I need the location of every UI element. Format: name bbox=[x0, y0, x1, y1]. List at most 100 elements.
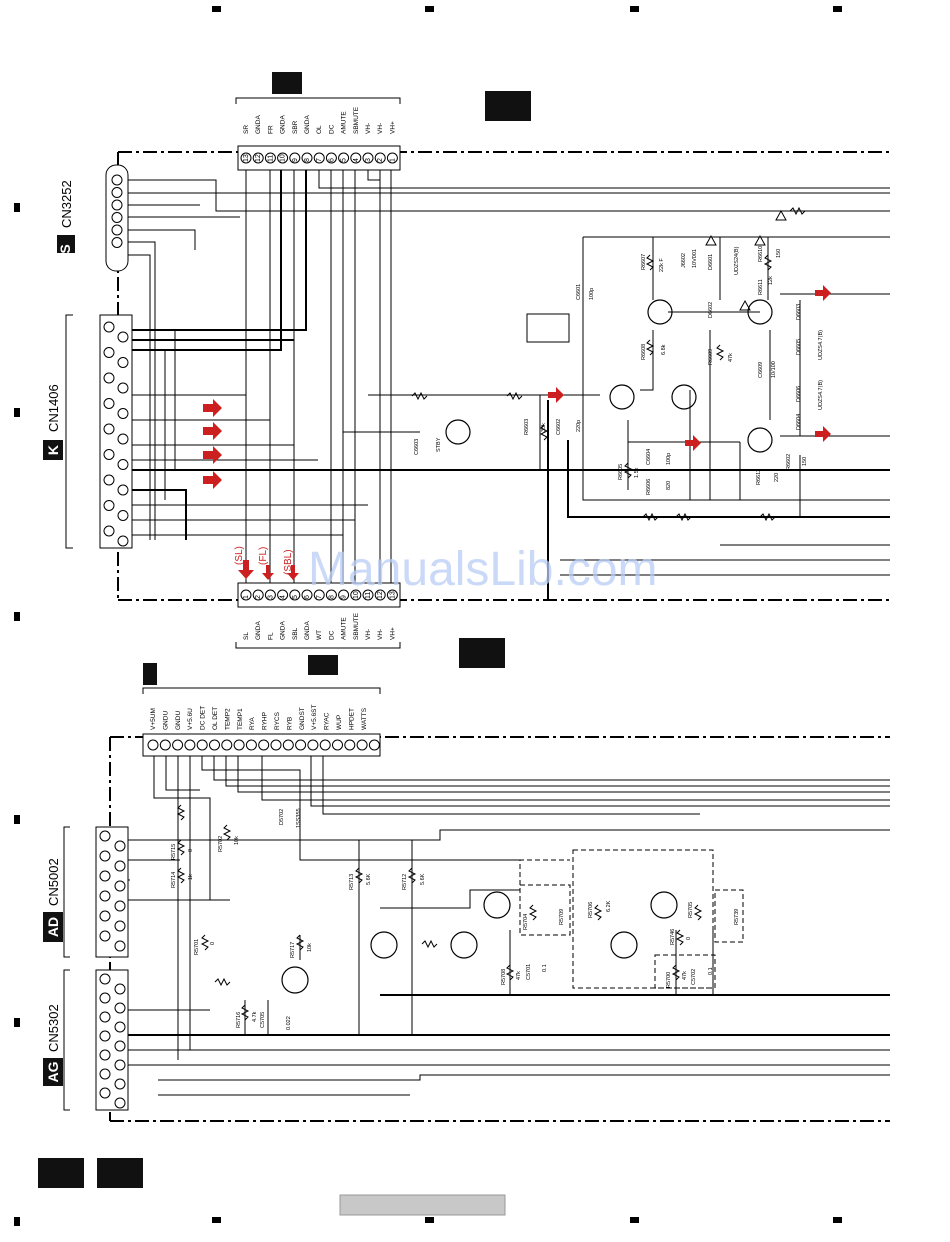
d6606-value: UDZS4.7(B) bbox=[818, 380, 824, 410]
cn3252-letter: S bbox=[57, 244, 73, 253]
connector-pin bbox=[99, 1011, 111, 1023]
mid-pin-circle bbox=[350, 589, 362, 601]
r5714-label: R5714 bbox=[171, 872, 177, 888]
d6603-label: D6603 bbox=[796, 304, 802, 320]
wiring-channels bbox=[132, 170, 600, 583]
mid-signal-label: FL bbox=[267, 632, 274, 640]
signal-arrow-right-4 bbox=[203, 471, 222, 489]
watermark-text: ManualsLib.com bbox=[308, 543, 658, 596]
c5705-label: C5705 bbox=[260, 1012, 266, 1028]
bottom-signal-label: TEMP1 bbox=[237, 708, 244, 730]
connector-pin bbox=[117, 331, 129, 343]
mid-pin-number: 9 bbox=[341, 595, 348, 599]
top-pin-number: 3 bbox=[365, 158, 372, 162]
connector-pin bbox=[99, 830, 111, 842]
connector-pin bbox=[99, 992, 111, 1004]
r6605-label: R6605 bbox=[618, 464, 624, 480]
bottom-signal-label: WUP bbox=[336, 715, 343, 730]
top-signal-label: VH- bbox=[377, 123, 384, 134]
signal-arrow-down-3 bbox=[287, 565, 299, 580]
mid-pin-circle bbox=[240, 589, 252, 601]
top-signal-label: FR bbox=[267, 125, 274, 134]
r6606-value: 820 bbox=[666, 481, 672, 490]
r5716-label: R5716 bbox=[236, 1012, 242, 1028]
top-pin-circle bbox=[374, 152, 386, 164]
top-signal-label: VH+ bbox=[389, 121, 396, 134]
mid-pin-number: 4 bbox=[280, 595, 287, 599]
c6602-value: 220p bbox=[576, 420, 582, 432]
warning-icon bbox=[775, 209, 787, 221]
top-pin-number: 12 bbox=[255, 154, 262, 162]
signal-arrow-right-8 bbox=[815, 426, 831, 442]
cn1406-letter-box bbox=[43, 440, 63, 460]
cn5302-letter: AG bbox=[45, 1061, 61, 1082]
r5702-value: 10k bbox=[234, 836, 240, 845]
bottom-connector-pins bbox=[147, 739, 380, 751]
mid-connector-bracket bbox=[235, 642, 401, 649]
r5714-value: 1k bbox=[188, 874, 194, 880]
d6606-label: D6606 bbox=[796, 386, 802, 402]
bottom-signal-label: OL DET bbox=[212, 707, 219, 730]
r6605-value: 1.5k bbox=[634, 467, 640, 478]
top-pin-circle bbox=[277, 152, 289, 164]
channel-label-sl: (SL) bbox=[234, 546, 245, 565]
connector-pin bbox=[103, 474, 115, 486]
connector-pin bbox=[114, 880, 126, 892]
mid-signal-label: GNDA bbox=[304, 621, 311, 640]
bottom-pin-circle bbox=[319, 739, 331, 751]
bottom-signal-label: GNDU bbox=[162, 711, 169, 730]
top-signal-label: GNDA bbox=[280, 115, 287, 134]
channel-label-fl: (FL) bbox=[258, 547, 269, 565]
r5708-value: 47k bbox=[516, 971, 522, 980]
top-signal-label: VH- bbox=[365, 123, 372, 134]
top-signal-label: SR bbox=[243, 125, 250, 134]
r6602-label: R6602 bbox=[786, 454, 792, 470]
bottom-signal-label: GNDU bbox=[175, 711, 182, 730]
connector-pin bbox=[99, 1068, 111, 1080]
connector-pin bbox=[99, 870, 111, 882]
connector-pin bbox=[117, 459, 129, 470]
mid-signal-label: AMUTE bbox=[341, 617, 348, 640]
top-pin-circle bbox=[362, 152, 374, 164]
mid-pin-circle bbox=[264, 589, 276, 601]
r6607-label: R6607 bbox=[641, 254, 647, 270]
r5704-label: R5704 bbox=[523, 914, 529, 930]
mid-signal-label: SBMUTE bbox=[353, 612, 360, 640]
cn5302-name: CN5302 bbox=[46, 1004, 61, 1052]
r5712-label: R5712 bbox=[402, 874, 408, 890]
r6606-label: R6606 bbox=[646, 479, 652, 495]
signal-arrow-right-3 bbox=[203, 446, 222, 464]
bottom-signal-label: RYA bbox=[249, 717, 256, 730]
cn1406-pins bbox=[103, 321, 129, 547]
bottom-pin-circle bbox=[209, 739, 220, 751]
connector-pin bbox=[99, 973, 111, 985]
top-signal-label: GNDA bbox=[304, 115, 311, 134]
top-pin-circle bbox=[289, 152, 301, 164]
bottom-pin-circle bbox=[184, 739, 196, 751]
connector-pin bbox=[114, 983, 126, 995]
connector-pin bbox=[103, 423, 115, 435]
r5746-label: R5746 bbox=[670, 929, 676, 945]
top-connector-bracket bbox=[235, 97, 401, 104]
mid-pin-circle bbox=[374, 589, 386, 601]
bottom-signal-label: RYCS bbox=[274, 711, 281, 730]
connector-pin bbox=[99, 890, 111, 902]
mid-pin-circle bbox=[301, 589, 313, 601]
connector-pin bbox=[114, 1021, 126, 1033]
r6611-label: R6611 bbox=[758, 279, 764, 295]
connector-pin bbox=[117, 408, 129, 419]
top-signal-label: SBR bbox=[292, 120, 299, 134]
top-pin-number: 6 bbox=[328, 158, 335, 162]
c5701-value: 0.1 bbox=[542, 964, 548, 972]
mid-pin-circle bbox=[289, 589, 301, 601]
r5705-label: R5705 bbox=[688, 902, 694, 918]
r6611-value: 12k bbox=[768, 276, 774, 285]
connector-pin bbox=[111, 224, 123, 236]
c6601-value: 100p bbox=[589, 288, 595, 300]
r5709-label: R5709 bbox=[559, 909, 565, 925]
connector-pin bbox=[117, 535, 129, 547]
top-pin-number: 9 bbox=[292, 158, 299, 162]
